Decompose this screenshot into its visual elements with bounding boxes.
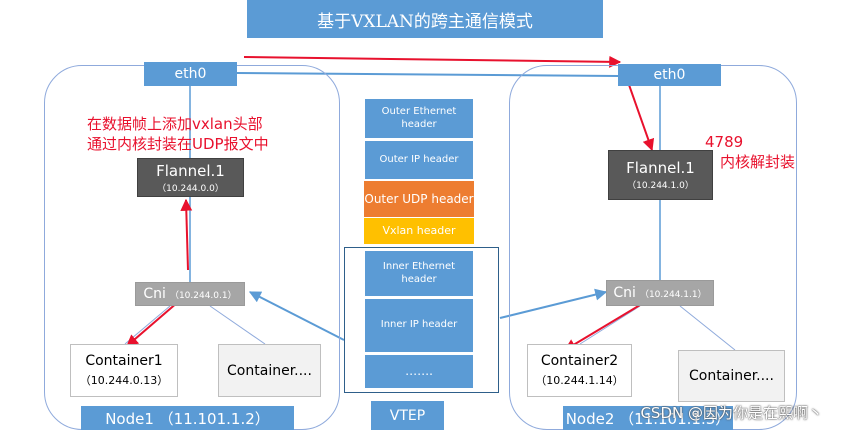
left-annotation-line2: 通过内核封装在UDP报文中 xyxy=(87,135,269,154)
left-red-diag-arrow xyxy=(126,301,179,347)
right-flannel-ip: （10.244.1.0） xyxy=(627,181,694,191)
right-cni-ip: （10.244.1.1） xyxy=(639,289,707,300)
right-cni-c2-line xyxy=(679,305,736,351)
left-cni-name: Cni xyxy=(143,286,166,302)
stack-vxlan: Vxlan header xyxy=(364,218,474,244)
left-cni: Cni （10.244.0.1） xyxy=(135,282,245,306)
left-flannel-ip: （10.244.0.0） xyxy=(157,183,224,194)
vtep-label: VTEP xyxy=(371,401,444,430)
right-eth0: eth0 xyxy=(618,64,721,86)
right-flannel: Flannel.1 （10.244.1.0） xyxy=(608,150,713,200)
top-red-arrow xyxy=(243,55,622,68)
left-cni-c2-line xyxy=(209,305,266,345)
left-flannel: Flannel.1 （10.244.0.0） xyxy=(137,158,244,197)
stack-inner-ethernet: Inner Ethernet header xyxy=(364,250,474,297)
left-annotation-line1: 在数据帧上添加vxlan头部 xyxy=(87,115,263,133)
vtep-left-cni-arrow xyxy=(248,291,345,341)
left-annotation: 在数据帧上添加vxlan头部 通过内核封装在UDP报文中 xyxy=(87,114,327,155)
stack-inner-frame xyxy=(344,247,499,393)
node1-label: Node1 （11.101.1.2） xyxy=(81,406,294,430)
node2-label: Node2 （11.101.1.3） xyxy=(563,406,733,430)
watermark: CSDN @因为你是在熙啊丶 xyxy=(640,404,823,422)
right-red-down-arrow xyxy=(627,81,655,152)
stack-outer-ethernet: Outer Ethernet header xyxy=(364,98,474,139)
left-flannel-name: Flannel.1 xyxy=(156,161,225,180)
right-container1-ip: （10.244.1.14） xyxy=(535,374,624,387)
right-container1: Container2 （10.244.1.14） xyxy=(527,344,632,397)
right-cni-name: Cni xyxy=(613,285,636,301)
left-container2: Container.... xyxy=(218,344,321,397)
stack-dots: ……. xyxy=(364,354,474,389)
left-container1: Container1 （10.244.0.13） xyxy=(70,344,178,397)
right-cni-c1-line xyxy=(579,305,641,345)
right-annotation-line2: 内核解封装 xyxy=(720,153,796,172)
vtep-right-cni-arrow xyxy=(499,288,608,319)
right-cni: Cni （10.244.1.1） xyxy=(606,280,714,306)
right-annotation-line1: 4789 xyxy=(705,133,744,151)
right-container1-name: Container2 xyxy=(540,353,619,369)
stack-outer-ip: Outer IP header xyxy=(364,140,474,180)
left-container1-name: Container1 xyxy=(85,353,163,369)
right-container2: Container.... xyxy=(678,350,785,402)
left-cni-ip: （10.244.0.1） xyxy=(169,290,237,301)
right-flannel-name: Flannel.1 xyxy=(626,159,695,177)
left-container1-ip: （10.244.0.13） xyxy=(79,374,169,387)
eth0-link xyxy=(236,72,619,77)
left-red-up-arrow xyxy=(180,198,193,271)
right-red-diag-arrow xyxy=(563,304,641,351)
right-annotation: 4789 内核解封装 xyxy=(702,132,812,173)
left-eth0: eth0 xyxy=(144,62,237,86)
stack-outer-udp: Outer UDP header xyxy=(364,181,474,217)
right-container2-name: Container.... xyxy=(689,368,774,384)
left-container2-name: Container.... xyxy=(227,362,312,379)
stack-inner-ip: Inner IP header xyxy=(364,298,474,353)
diagram-title: 基于VXLAN的跨主通信模式 xyxy=(247,0,603,38)
